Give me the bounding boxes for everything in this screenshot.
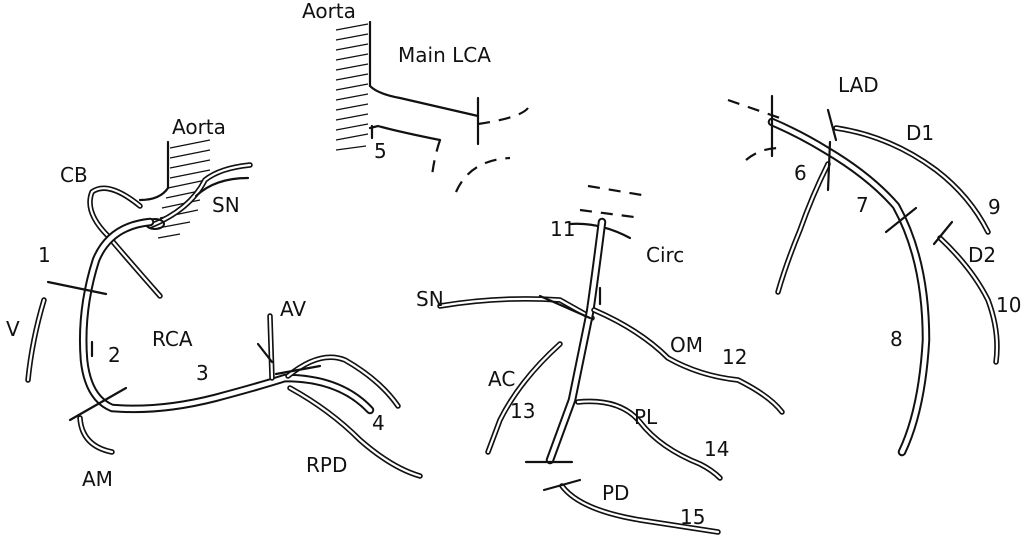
d2-branch-lumen (938, 236, 999, 364)
label-sn-left: SN (212, 193, 240, 217)
main-lca-lower-wall (368, 124, 442, 142)
om-branch-lumen (592, 308, 784, 414)
sn-branch-left-stroke (194, 176, 250, 198)
label-segment-6: 6 (794, 161, 807, 185)
lad-marker-4 (884, 206, 918, 234)
circ-marker-pd (542, 478, 582, 492)
label-segment-8: 8 (890, 327, 903, 351)
sn-branch-mid-lumen (438, 297, 594, 320)
label-cb: CB (60, 163, 88, 187)
rca-group: Aorta CB SN 1 V 2 RCA 3 AV 4 RPD AM (6, 115, 423, 491)
label-rca: RCA (152, 327, 193, 351)
label-d1: D1 (906, 121, 934, 145)
main-lca-group: Aorta Main LCA 5 (302, 0, 529, 193)
lad-marker-5 (932, 220, 954, 246)
rca-marker-1 (46, 280, 108, 296)
sn-branch-left-lumen (148, 163, 252, 228)
main-lca-upper-wall (368, 84, 480, 118)
label-segment-10: 10 (996, 293, 1021, 317)
label-aorta-top: Aorta (302, 0, 356, 23)
aorta-wall-left-hatching (157, 139, 211, 239)
label-segment-15: 15 (680, 505, 705, 529)
lad-dashed-origin-2 (745, 146, 781, 161)
pd-branch-lumen (560, 484, 720, 534)
ac-branch-lumen (486, 342, 562, 454)
label-segment-7: 7 (856, 193, 869, 217)
label-d2: D2 (968, 243, 996, 267)
pl-branch-lumen (576, 400, 722, 480)
label-av: AV (280, 297, 306, 321)
circ-dashed-top-2 (579, 208, 643, 220)
circ-trunk-lumen (547, 219, 605, 463)
main-lca-dashed-continuation-lower-2 (454, 156, 511, 193)
label-segment-12: 12 (722, 345, 747, 369)
label-circ: Circ (646, 243, 684, 267)
label-segment-3: 3 (196, 361, 209, 385)
label-sn-mid: SN (416, 287, 444, 311)
label-segment-4: 4 (372, 411, 385, 435)
label-pl: PL (634, 405, 658, 429)
main-lca-dashed-continuation-lower-1 (430, 139, 442, 177)
label-rpd: RPD (306, 453, 347, 477)
conus-branch-lumen (88, 187, 162, 298)
label-segment-14: 14 (704, 437, 729, 461)
circ-dashed-top-1 (587, 184, 649, 198)
lad-marker-3 (826, 140, 832, 192)
label-v: V (6, 317, 20, 341)
v-branch-lumen (26, 298, 46, 382)
label-am: AM (82, 467, 113, 491)
label-om: OM (670, 333, 703, 357)
septal-branch-lumen (776, 162, 830, 294)
am-branch-lumen (78, 416, 114, 454)
lad-trunk-lumen (769, 119, 929, 455)
main-lca-dashed-continuation-upper (477, 107, 529, 126)
circ-marker-sn (538, 294, 592, 320)
rca-marker-4 (274, 364, 322, 376)
av-branch-2-lumen (286, 356, 400, 408)
label-segment-5: 5 (374, 139, 387, 163)
label-ac: AC (488, 367, 515, 391)
lad-marker-2 (826, 108, 838, 142)
rca-marker-3 (68, 386, 128, 422)
rpd-branch-lumen (288, 386, 422, 478)
om-branch-outline (591, 307, 785, 415)
label-segment-11: 11 (550, 217, 575, 241)
label-pd: PD (602, 481, 629, 505)
ac-branch-outline (485, 341, 563, 455)
aorta-wall-top-hatching (335, 23, 369, 151)
lad-group: LAD D1 6 7 9 D2 10 8 (727, 73, 1021, 457)
label-segment-13: 13 (510, 399, 535, 423)
label-segment-9: 9 (988, 195, 1001, 219)
rca-trunk-lumen (80, 219, 373, 413)
circ-trunk-outline (545, 217, 607, 465)
label-main-lca: Main LCA (398, 43, 491, 67)
av-branch-lumen (268, 314, 274, 380)
label-lad: LAD (838, 73, 879, 97)
d1-branch-lumen (834, 126, 990, 234)
label-aorta-left: Aorta (172, 115, 226, 139)
aorta-wall-left (138, 140, 170, 202)
label-segment-1: 1 (38, 243, 51, 267)
conus-branch-outline (87, 185, 163, 299)
circumflex-group: 11 Circ SN OM 12 AC 13 PL 14 PD 15 (416, 184, 785, 535)
label-segment-2: 2 (108, 343, 121, 367)
av-branch-stroke (256, 342, 274, 364)
